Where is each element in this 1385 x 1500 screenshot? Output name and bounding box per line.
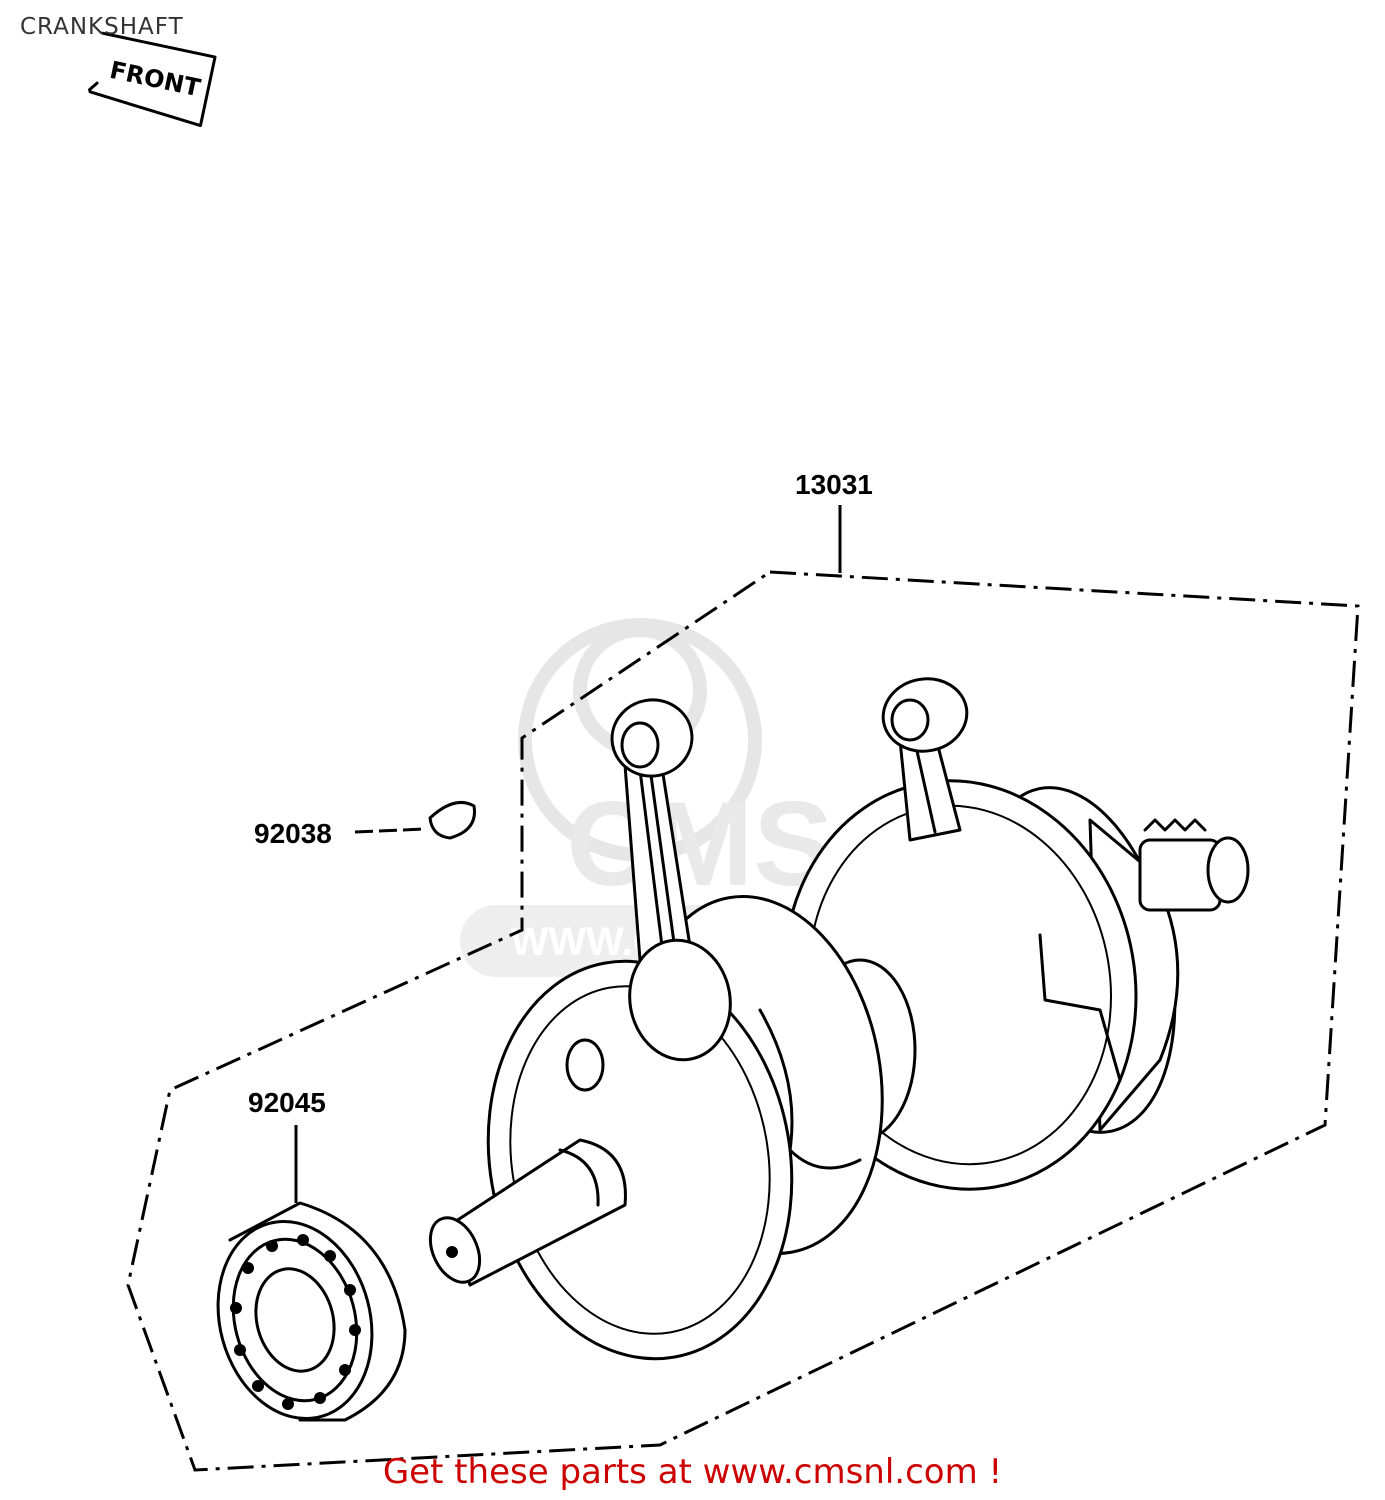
- assembly-boundary: [126, 570, 1360, 1472]
- front-label: FRONT: [107, 56, 203, 103]
- ball-bearing-icon: [216, 1201, 407, 1422]
- woodruff-key-icon: [428, 801, 476, 840]
- connecting-rod-2: [881, 677, 969, 842]
- leader-92038: [354, 827, 426, 834]
- page-title: CRANKSHAFT: [20, 14, 184, 40]
- part-label-92045: 92045: [248, 1087, 326, 1118]
- footer-shop-link[interactable]: Get these parts at www.cmsnl.com !: [382, 1452, 1003, 1492]
- watermark-brand: CMS: [567, 777, 834, 911]
- front-orientation-tag: FRONT: [88, 31, 217, 128]
- crankshaft-icon: [428, 677, 1250, 1361]
- gear-icon: [1138, 818, 1250, 912]
- part-label-13031: 13031: [795, 469, 873, 500]
- part-label-92038: 92038: [254, 818, 332, 849]
- shaft-end: [428, 1138, 627, 1287]
- connecting-rod-1: [610, 698, 732, 1062]
